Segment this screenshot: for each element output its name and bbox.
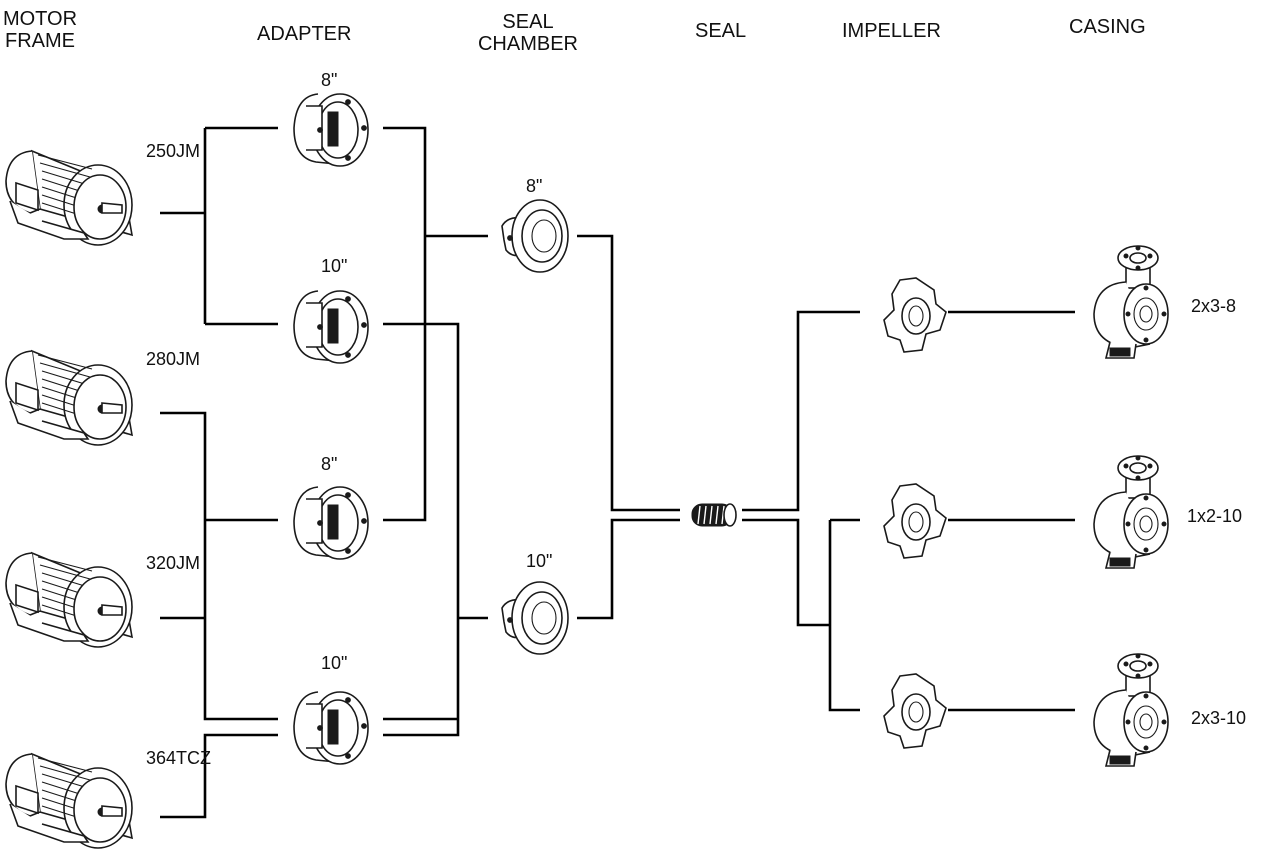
pump-casing-icon <box>1094 456 1168 568</box>
adapter-size-label: 10" <box>321 256 347 277</box>
impeller-icon <box>884 278 946 352</box>
seal-chamber-icon <box>502 200 568 272</box>
header-seal: SEAL <box>695 20 746 42</box>
casing-size-label: 2x3-8 <box>1191 296 1236 317</box>
adapter-icon <box>294 94 368 166</box>
electric-motor-icon <box>6 754 132 848</box>
electric-motor-icon <box>6 553 132 647</box>
seal-chamber-size-label: 10" <box>526 551 552 572</box>
motor-320jm <box>6 553 132 647</box>
adapter-icon <box>294 692 368 764</box>
motor-280jm <box>6 351 132 445</box>
seal-chamber-icon <box>502 582 568 654</box>
connector-line <box>742 520 860 710</box>
adapter-size-label: 8" <box>321 70 337 91</box>
connector-line <box>577 520 680 618</box>
motor-label: 250JM <box>146 141 200 162</box>
adapter-icon <box>294 487 368 559</box>
adapter-size-label: 10" <box>321 653 347 674</box>
adapter-icon <box>294 291 368 363</box>
seal-chamber-size-label: 8" <box>526 176 542 197</box>
header-adapter: ADAPTER <box>257 23 351 45</box>
pump-casing-icon <box>1094 246 1168 358</box>
pump-casing-icon <box>1094 654 1168 766</box>
impeller-icon <box>884 484 946 558</box>
header-seal-chamber-line2: CHAMBER <box>478 33 578 55</box>
header-seal-chamber: SEAL CHAMBER <box>472 11 584 55</box>
adapter-size-label: 8" <box>321 454 337 475</box>
motor-364tcz <box>6 754 132 848</box>
connector-line <box>742 312 860 510</box>
header-motor-frame: MOTOR FRAME <box>0 8 80 52</box>
casing-size-label: 1x2-10 <box>1187 506 1242 527</box>
header-casing: CASING <box>1069 16 1146 38</box>
connector-line <box>383 324 488 735</box>
motor-label: 280JM <box>146 349 200 370</box>
impeller-icon <box>884 674 946 748</box>
connector-line <box>948 312 1075 710</box>
mechanical-seal-icon <box>692 504 736 526</box>
motor-label: 364TCZ <box>146 748 211 769</box>
electric-motor-icon <box>6 351 132 445</box>
connector-line <box>577 236 680 510</box>
motor-label: 320JM <box>146 553 200 574</box>
header-impeller: IMPELLER <box>842 20 941 42</box>
header-motor-frame-line1: MOTOR <box>3 8 77 30</box>
motor-250jm <box>6 151 132 245</box>
electric-motor-icon <box>6 151 132 245</box>
casing-size-label: 2x3-10 <box>1191 708 1246 729</box>
header-seal-chamber-line1: SEAL <box>502 11 553 33</box>
header-motor-frame-line2: FRAME <box>5 30 75 52</box>
